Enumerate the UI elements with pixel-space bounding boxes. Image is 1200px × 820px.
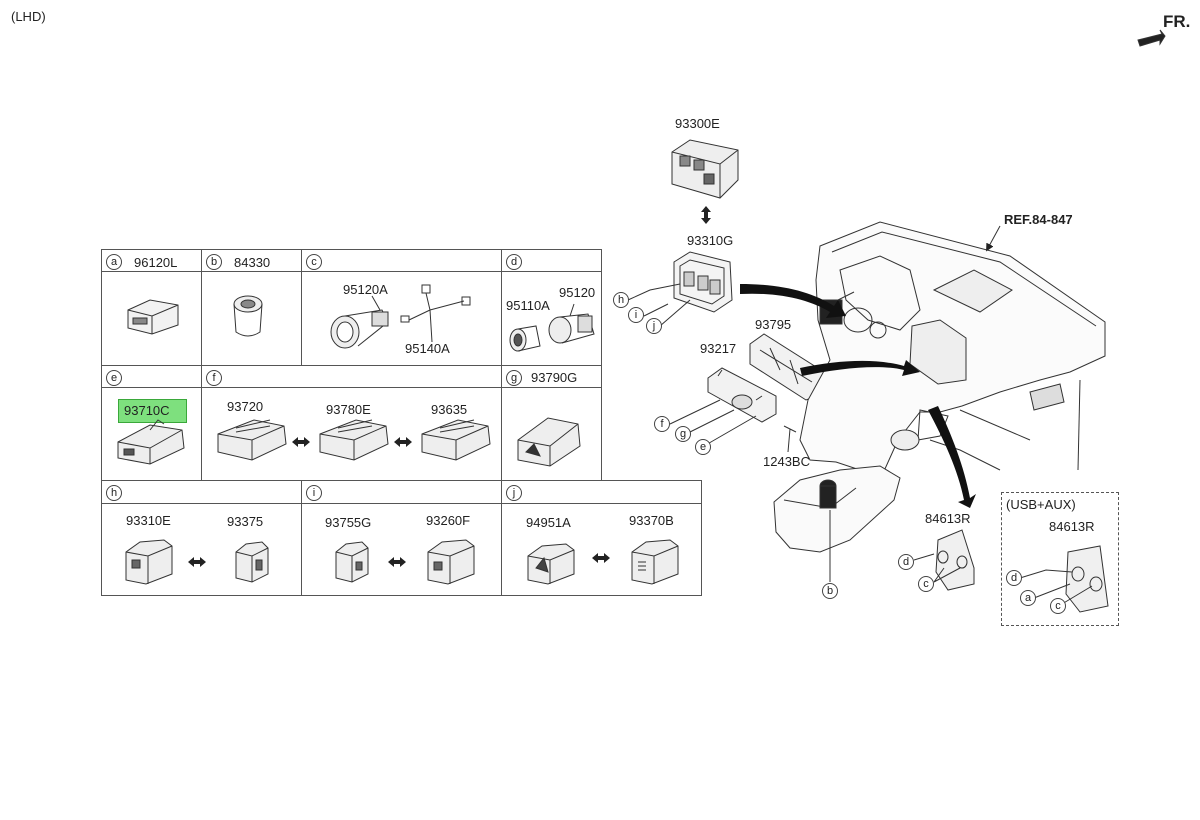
callout-c-usb: c bbox=[1050, 598, 1066, 614]
callout-e: e bbox=[695, 439, 711, 455]
table-border-right bbox=[701, 480, 702, 596]
cell-letter-a: a bbox=[106, 254, 122, 270]
part-number-93635: 93635 bbox=[431, 402, 468, 417]
callout-i: i bbox=[628, 307, 644, 323]
part-93375-drawing bbox=[235, 541, 269, 583]
table-border-top bbox=[101, 249, 601, 250]
part-number-95120A: 95120A bbox=[343, 282, 388, 297]
part-84613R-usb-drawing bbox=[1019, 545, 1109, 613]
vertical-double-arrow bbox=[701, 206, 711, 224]
part-number-94951A: 94951A bbox=[526, 515, 571, 530]
callout-j: j bbox=[646, 318, 662, 334]
part-93780E-drawing bbox=[319, 419, 389, 461]
part-number-93310G: 93310G bbox=[687, 233, 734, 248]
console-drawing bbox=[773, 465, 901, 553]
table-col-line bbox=[301, 480, 302, 596]
part-number-93790G: 93790G bbox=[531, 370, 578, 385]
callout-h: h bbox=[613, 292, 629, 308]
dashboard-pointer-arrows bbox=[740, 284, 976, 508]
part-93370B-drawing bbox=[631, 539, 679, 585]
part-93790G-drawing bbox=[517, 417, 581, 467]
cell-letter-f: f bbox=[206, 370, 222, 386]
part-96120L-drawing bbox=[127, 299, 179, 335]
table-row-line bbox=[101, 387, 601, 388]
part-93217-drawing bbox=[707, 367, 777, 423]
front-direction-label: FR. bbox=[1163, 12, 1191, 31]
part-93310E-drawing bbox=[125, 539, 173, 585]
table-row-line bbox=[101, 365, 601, 366]
cell-letter-b: b bbox=[206, 254, 222, 270]
variant-label: (LHD) bbox=[11, 9, 46, 24]
part-84613R-drawing bbox=[913, 529, 975, 591]
part-93710C-drawing bbox=[117, 419, 185, 465]
ref-label: REF.84-847 bbox=[1004, 212, 1073, 227]
part-93635-drawing bbox=[421, 419, 491, 461]
part-number-93310E: 93310E bbox=[126, 513, 171, 528]
part-number-95140A: 95140A bbox=[405, 341, 450, 356]
part-number-93795: 93795 bbox=[755, 317, 792, 332]
part-number-93370B: 93370B bbox=[629, 513, 674, 528]
cell-letter-g: g bbox=[506, 370, 522, 386]
table-col-line bbox=[301, 249, 302, 366]
table-border-left bbox=[101, 249, 102, 596]
part-number-93300E: 93300E bbox=[675, 116, 720, 131]
part-number-93720: 93720 bbox=[227, 399, 264, 414]
cell-letter-e: e bbox=[106, 370, 122, 386]
part-number-93710C: 93710C bbox=[124, 403, 170, 418]
part-number-95120: 95120 bbox=[559, 285, 596, 300]
part-95140A-drawing bbox=[400, 284, 471, 343]
part-93755G-drawing bbox=[335, 541, 369, 583]
cell-letter-h: h bbox=[106, 485, 122, 501]
callout-c: c bbox=[918, 576, 934, 592]
highlight-box bbox=[118, 399, 187, 423]
part-number-93375: 93375 bbox=[227, 514, 264, 529]
part-94951A-drawing bbox=[527, 543, 575, 585]
callout-d: d bbox=[898, 554, 914, 570]
part-number-96120L: 96120L bbox=[134, 255, 178, 270]
callout-b: b bbox=[822, 583, 838, 599]
part-number-95110A: 95110A bbox=[506, 298, 550, 313]
callout-a-usb: a bbox=[1020, 590, 1036, 606]
table-row-line bbox=[101, 271, 601, 272]
part-93310G-drawing bbox=[627, 251, 733, 327]
part-number-84613R: 84613R bbox=[925, 511, 971, 526]
usb-aux-title: (USB+AUX) bbox=[1006, 497, 1076, 512]
part-95110A-drawing bbox=[509, 325, 541, 352]
table-col-line bbox=[201, 249, 202, 481]
table-row-line bbox=[101, 480, 701, 481]
cell-letter-c: c bbox=[306, 254, 322, 270]
usb-aux-variant-box bbox=[1001, 492, 1119, 626]
cell-letter-i: i bbox=[306, 485, 322, 501]
callout-d-usb: d bbox=[1006, 570, 1022, 586]
part-number-93217: 93217 bbox=[700, 341, 737, 356]
front-arrow-icon bbox=[1137, 29, 1166, 47]
table-border-bottom bbox=[101, 595, 701, 596]
callout-g: g bbox=[675, 426, 691, 442]
part-number-93780E: 93780E bbox=[326, 402, 371, 417]
part-95120-drawing bbox=[548, 303, 595, 344]
cell-letter-j: j bbox=[506, 485, 522, 501]
part-93720-drawing bbox=[217, 419, 287, 461]
table-col-line bbox=[501, 249, 502, 596]
table-double-arrows bbox=[188, 437, 610, 567]
table-col-line bbox=[601, 249, 602, 481]
part-number-93260F: 93260F bbox=[426, 513, 471, 528]
part-1243BC-drawing bbox=[783, 425, 797, 453]
callout-f: f bbox=[654, 416, 670, 432]
part-number-84613R-usb: 84613R bbox=[1049, 519, 1095, 534]
cell-letter-d: d bbox=[506, 254, 522, 270]
part-93260F-drawing bbox=[427, 539, 475, 585]
part-84330-drawing bbox=[233, 295, 263, 337]
part-number-93755G: 93755G bbox=[325, 515, 372, 530]
table-row-line bbox=[101, 503, 701, 504]
part-93300E-drawing bbox=[671, 139, 739, 199]
part-95120A-drawing bbox=[330, 295, 389, 349]
part-number-1243BC: 1243BC bbox=[763, 454, 810, 469]
part-number-84330: 84330 bbox=[234, 255, 271, 270]
